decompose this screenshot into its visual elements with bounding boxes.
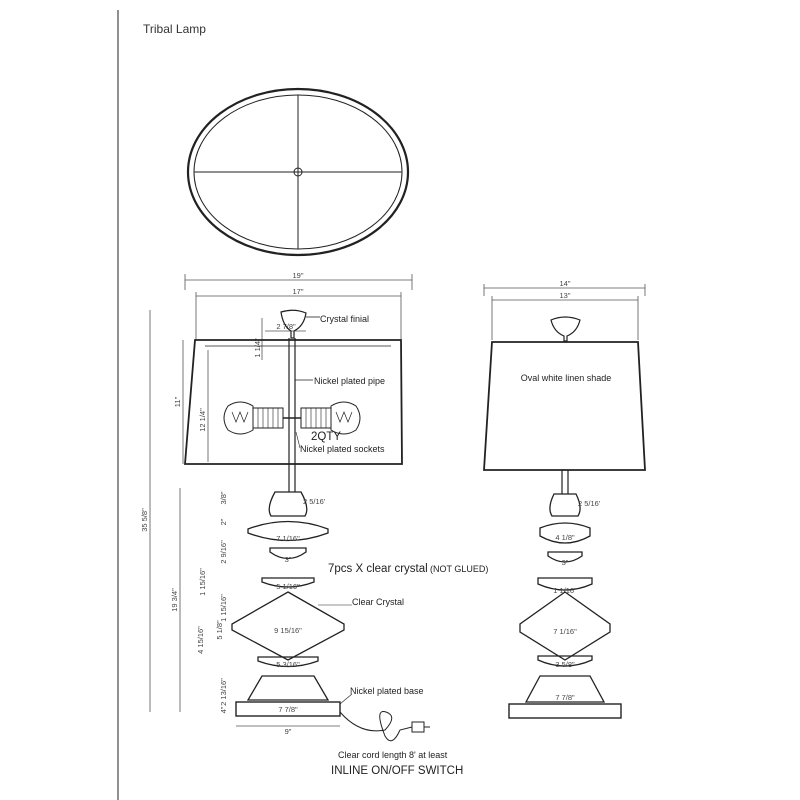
side-dim-c3-w: 5 1/16": [276, 582, 300, 591]
document-title: Tribal Lamp: [143, 22, 206, 36]
label-crystal-note: 7pcs X clear crystal: [328, 563, 428, 575]
front-crystal-5: [537, 655, 593, 667]
crystal-3: [261, 577, 315, 588]
side-dim-socket-h: 12 1/4": [198, 408, 207, 432]
crystal-5: [257, 656, 319, 668]
side-dim-c1-w: 7 1/16": [276, 534, 300, 543]
label-front-shade: Oval white linen shade: [521, 373, 612, 383]
top-view-hub: [293, 167, 303, 177]
front-crystal-4: [519, 591, 611, 661]
side-dim-17: 17": [292, 287, 303, 296]
side-dim-total: 35 5/8": [140, 508, 149, 532]
side-dim-c4-w: 9 15/16": [274, 626, 302, 635]
side-dim-c4-hb: 5 1/8": [215, 620, 224, 640]
front-dim-neck-w: 2 5/16': [578, 499, 601, 508]
front-neck: [549, 493, 581, 517]
front-dim-c1-w: 4 1/8": [555, 533, 575, 542]
crystal-6: [246, 675, 330, 701]
side-dim-finial-h: 1 1/4": [253, 338, 262, 358]
front-dim-c6-w: 7 7/8": [555, 693, 575, 702]
front-dim-c3-w: 1 1/16": [553, 586, 577, 595]
side-dim-c6-h: 2 13/16": [219, 678, 228, 706]
crystal-finial: [280, 309, 307, 339]
side-dim-c5-h: 4 15/16": [196, 626, 205, 654]
side-dim-plinth-h: 4": [219, 706, 228, 713]
front-dim-13: 13": [559, 291, 570, 300]
side-dim-c3-h: 1 15/16": [198, 568, 207, 596]
nickel-plated-base: [235, 701, 341, 717]
front-crystal-1: [539, 522, 591, 544]
side-dim-c5-w: 5 3/16": [276, 660, 300, 669]
side-view: 19" 17" 2 7/8" Crystal finial 1 1/4" Nic…: [140, 271, 488, 777]
power-cord: [339, 711, 413, 742]
front-view: 14" 13" Oval white linen shade 2 5/16' 4…: [483, 279, 646, 719]
front-dim-14: 14": [559, 279, 570, 288]
label-pipe: Nickel plated pipe: [314, 376, 385, 386]
socket-assembly: [223, 401, 361, 435]
top-view: [186, 87, 410, 257]
label-switch: INLINE ON/OFF SWITCH: [331, 765, 463, 777]
label-base: Nickel plated base: [350, 686, 424, 696]
side-dim-c2-w: 3": [285, 555, 292, 564]
side-dim-neck-h: 3/8": [219, 491, 228, 504]
bulb-right: [330, 401, 361, 435]
crystal-4: [231, 591, 345, 661]
crystal-neck: [268, 491, 308, 517]
front-dim-c2-w: 3": [562, 558, 569, 567]
label-not-glued: (NOT GLUED): [430, 564, 488, 574]
front-dim-c5-w: 3 5/8": [555, 660, 575, 669]
top-view-outer-ring: [186, 87, 410, 257]
front-crystal-3: [537, 577, 593, 591]
crystal-1: [247, 520, 329, 542]
label-cord: Clear cord length 8' at least: [338, 750, 448, 760]
bulb-left: [223, 401, 254, 435]
label-clear-crystal: Clear Crystal: [352, 597, 404, 607]
label-sockets-qty: 2QTY: [311, 431, 341, 443]
side-dim-shade-h: 11": [173, 396, 182, 407]
crystal-2: [269, 547, 307, 560]
inline-switch: [411, 721, 425, 733]
side-dim-plinth-w: 7 7/8": [278, 705, 298, 714]
front-finial: [550, 316, 581, 342]
front-dim-c4-w: 7 1/16": [553, 627, 577, 636]
label-crystal-finial: Crystal finial: [320, 314, 369, 324]
side-dim-foot-w: 9": [285, 727, 292, 736]
side-dim-c1-h: 2": [219, 518, 228, 525]
side-dim-c2-h: 2 9/16": [219, 540, 228, 564]
side-dim-base-h: 19 3/4": [170, 588, 179, 612]
side-dim-c4-h: 1 15/16": [219, 594, 228, 622]
front-base: [508, 703, 622, 719]
side-dim-neck-w: 2 5/16': [303, 497, 326, 506]
front-crystal-2: [547, 551, 583, 563]
side-dim-19: 19": [292, 271, 303, 280]
front-shade: [483, 341, 646, 471]
label-sockets: Nickel plated sockets: [300, 444, 385, 454]
side-shade: [184, 339, 403, 465]
front-crystal-6: [524, 675, 606, 703]
